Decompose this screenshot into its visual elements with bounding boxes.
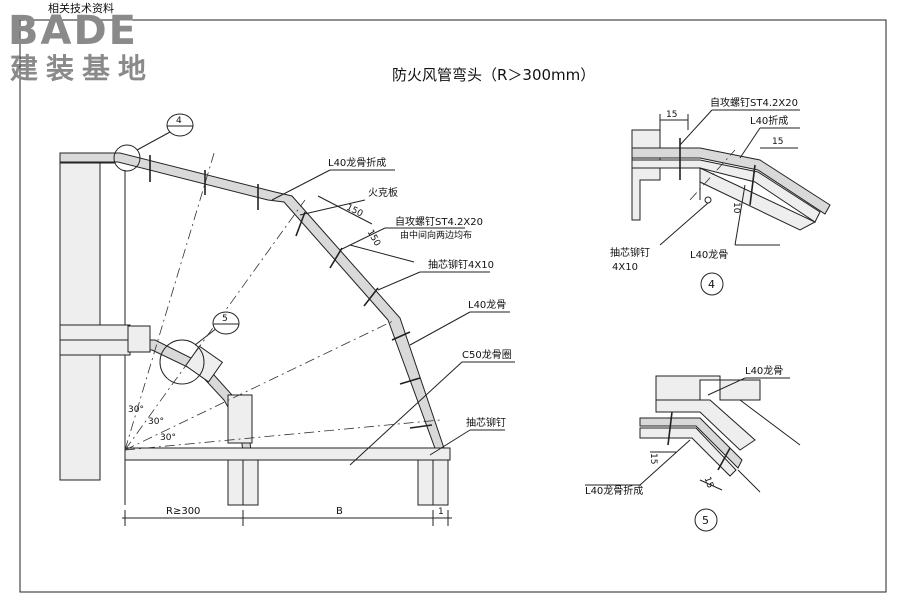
label-screw: 自攻螺钉ST4.2X20 <box>395 215 483 228</box>
outer-duct-screws <box>149 155 433 429</box>
d4-screw-label: 自攻螺钉ST4.2X20 <box>710 96 798 109</box>
detail-4-drawing: 15 自攻螺钉ST4.2X20 L40折成 15 10 抽芯铆钉 4X10 L4… <box>610 96 831 296</box>
d4-rivet-label: 抽芯铆钉 <box>610 246 650 259</box>
logo-brand: BADE <box>8 8 138 54</box>
detail-4-number: 4 <box>708 278 715 291</box>
label-firewall-board: 火克板 <box>368 186 398 199</box>
d5-dim-15-a: 15 <box>648 453 658 464</box>
callout-bubble-4-label: 4 <box>176 116 182 126</box>
logo-tagline: 建装基地 <box>10 52 154 85</box>
d4-l40-fold-label: L40折成 <box>750 114 788 127</box>
d5-l40-keel-label: L40龙骨 <box>745 364 783 377</box>
d4-dim-15-top: 15 <box>666 110 677 120</box>
label-rivet-4x10: 抽芯铆钉4X10 <box>428 258 494 271</box>
detail-5-number-circle <box>694 508 718 532</box>
label-dim-b: B <box>336 506 343 517</box>
d5-l40-fold-label: L40龙骨折成 <box>585 484 643 497</box>
callout-bubble-5 <box>212 311 240 335</box>
label-angle-3: 30° <box>160 433 176 443</box>
label-l40-keel: L40龙骨 <box>468 298 506 311</box>
logo: 相关技术资料 BADE 建装基地 <box>8 1 154 85</box>
detail-5-number: 5 <box>702 514 709 527</box>
drawing-frame <box>19 19 887 593</box>
label-dim-small: 1 <box>438 507 444 517</box>
drawing-title: 防火风管弯头（R＞300mm） <box>392 66 595 84</box>
label-angle-1: 30° <box>128 405 144 415</box>
label-dim-150-a: 150 <box>344 203 364 220</box>
detail-4-number-circle <box>700 272 724 296</box>
callout-bubble-4 <box>166 113 194 137</box>
main-elbow-drawing: 4 5 L40龙骨折成 火克板 150 150 自攻螺钉ST4.2X20 由中间… <box>59 113 515 526</box>
logo-subtitle: 相关技术资料 <box>48 1 114 15</box>
d5-dim-15-b: 15 <box>702 476 715 490</box>
d4-dim-10: 10 <box>731 202 741 214</box>
bottom-base-plate <box>124 447 451 461</box>
detail-4-callout-circle <box>113 144 141 172</box>
label-l40-fold: L40龙骨折成 <box>328 156 386 169</box>
bottom-dimension <box>122 510 452 526</box>
detail-5-callout-circle <box>159 339 205 385</box>
main-leaders <box>271 169 515 466</box>
label-dim-r: R≥300 <box>166 506 200 517</box>
outer-elbow-duct <box>59 152 449 463</box>
d4-dim-15-right: 15 <box>772 137 783 147</box>
left-wall-plate <box>59 159 101 481</box>
detail-5-drawing: L40龙骨 15 15 L40龙骨折成 5 <box>585 364 801 532</box>
callout-bubble-5-label: 5 <box>222 314 228 324</box>
d4-l40-keel-label: L40龙骨 <box>690 248 728 261</box>
label-c50-ring: C50龙骨圈 <box>462 348 512 361</box>
label-dim-150-b: 150 <box>365 228 382 248</box>
label-angle-2: 30° <box>148 417 164 427</box>
label-rivet: 抽芯铆钉 <box>466 416 506 429</box>
d4-rivet-size: 4X10 <box>612 262 638 273</box>
label-screw-note: 由中间向两边均布 <box>400 229 472 241</box>
